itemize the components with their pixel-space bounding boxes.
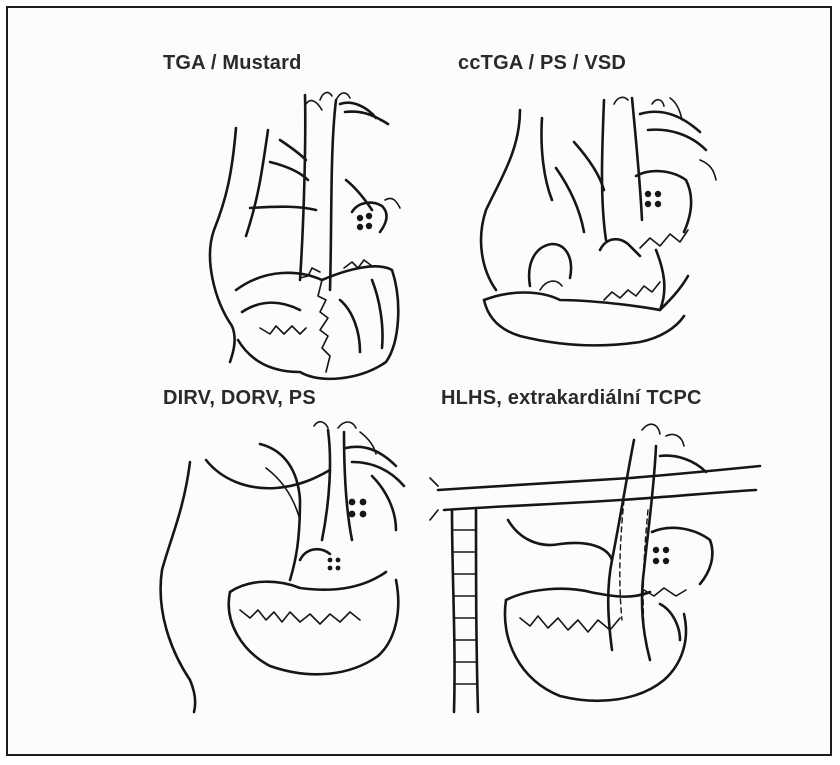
heart-drawing-cctga-ps-vsd [481, 97, 716, 345]
heart-drawing-dirv-dorv-ps [161, 422, 404, 712]
heart-drawing-tga-mustard [210, 93, 400, 379]
heart-drawing-hlhs-tcpc [430, 424, 760, 712]
